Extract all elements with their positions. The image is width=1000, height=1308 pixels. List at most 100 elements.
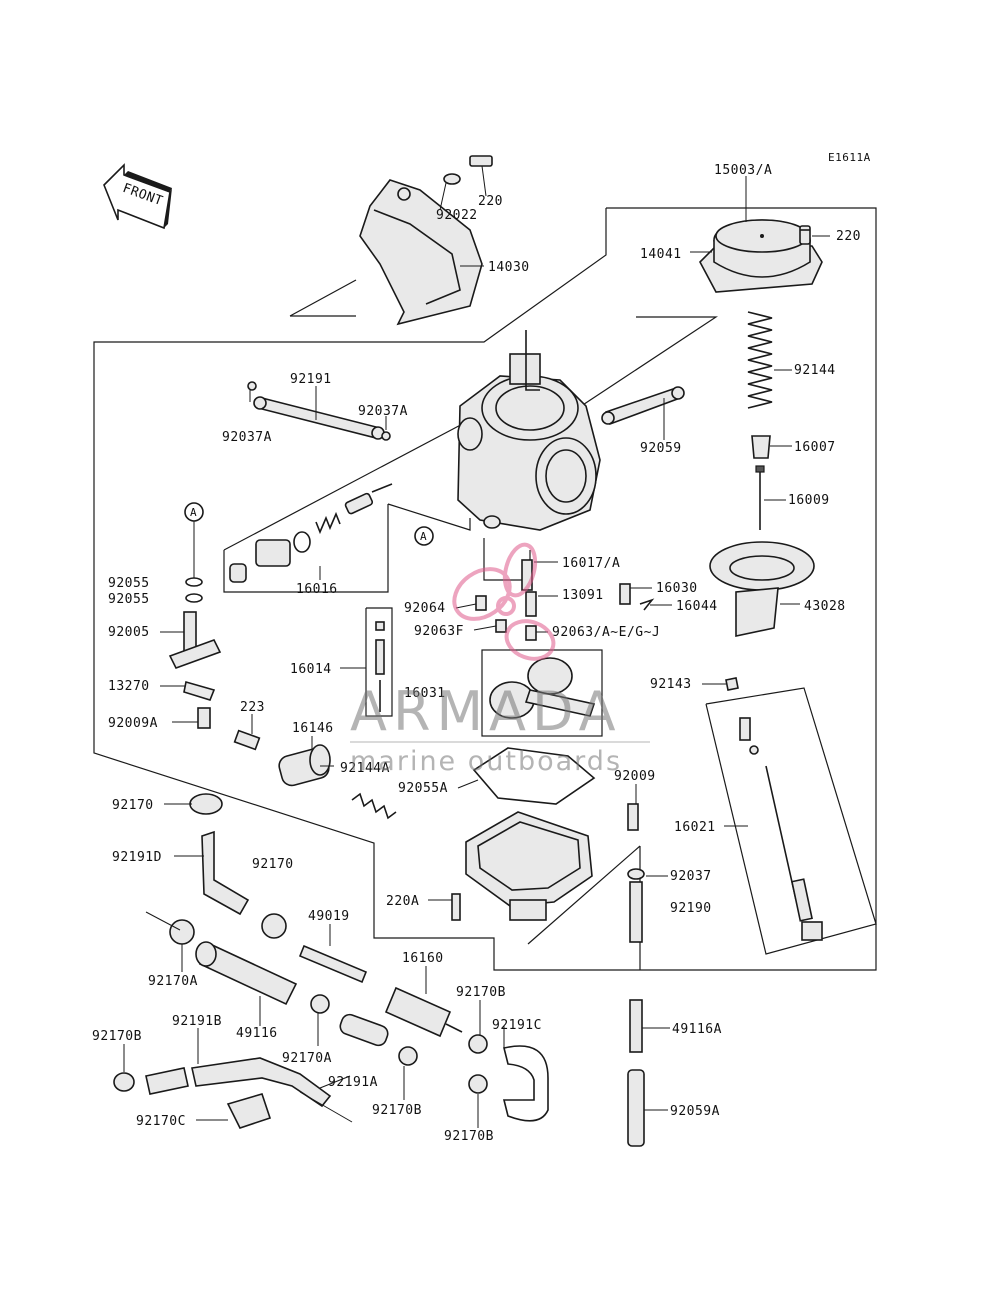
clip-part	[755, 465, 765, 530]
hose-part	[191, 1057, 332, 1108]
clip-part	[247, 381, 257, 391]
o-ring-part	[185, 577, 203, 587]
jet-needle-part	[739, 717, 823, 941]
diaphragm-piston-part	[709, 541, 815, 637]
o-ring-part	[185, 593, 203, 603]
clamp-part	[468, 1034, 488, 1054]
part-number-label: 92037A	[358, 404, 408, 419]
part-number-label: 92063/A~E/G~J	[552, 625, 660, 640]
t-fitting-part	[168, 611, 222, 669]
hose-part	[201, 830, 250, 916]
part-number-label: 220	[478, 194, 503, 209]
leader-lines	[123, 165, 830, 1128]
clip-part	[639, 598, 655, 611]
jet-part	[525, 591, 537, 617]
part-number-label: 16021	[674, 820, 716, 835]
part-number-label: 16160	[402, 951, 444, 966]
washer-part	[443, 173, 461, 185]
part-number-label: 92059A	[670, 1104, 720, 1119]
hose-part	[627, 1069, 645, 1147]
clamp-part	[261, 913, 287, 939]
part-number-label: 220	[836, 229, 861, 244]
hose-part	[145, 1067, 189, 1095]
screw-part	[197, 707, 211, 729]
screw-part	[799, 225, 811, 245]
part-number-label: 92191C	[492, 1018, 542, 1033]
tube-part	[629, 881, 643, 943]
assembly-frame	[93, 207, 877, 971]
svg-text:A: A	[190, 506, 197, 519]
part-number-label: 92170B	[444, 1129, 494, 1144]
clamp-part	[113, 1072, 135, 1092]
part-number-label: 92170B	[456, 985, 506, 1000]
rod-part	[298, 944, 368, 984]
carburetor-body-part	[457, 330, 601, 531]
part-number-label: 92064	[404, 601, 446, 616]
part-number-label: 92170B	[92, 1029, 142, 1044]
part-number-label: 92191	[290, 372, 332, 387]
spring-part	[747, 311, 773, 409]
part-labels: 15003/A 14041 220 220 92022 14030 92144 …	[92, 163, 861, 1144]
clamp-part	[169, 919, 195, 945]
part-number-label: 92055	[108, 592, 150, 607]
part-number-label: 16014	[290, 662, 332, 677]
clamp-part	[398, 1046, 418, 1066]
part-number-label: 16007	[794, 440, 836, 455]
front-arrow-icon: FRONT	[103, 163, 172, 230]
needle-holder-part	[751, 435, 771, 459]
screw-part	[233, 729, 261, 751]
part-number-label: 220A	[386, 894, 419, 909]
clamp-part	[189, 793, 223, 815]
part-number-label: 14041	[640, 247, 682, 262]
part-number-label: 16017/A	[562, 556, 620, 571]
jet-part	[475, 595, 487, 611]
reference-marker: A	[414, 526, 434, 546]
screw-part	[627, 803, 639, 831]
jet-part	[495, 619, 507, 633]
part-number-label: 13270	[108, 679, 150, 694]
part-number-label: 16030	[656, 581, 698, 596]
gasket-part	[472, 747, 596, 805]
part-number-label: 92170	[112, 798, 154, 813]
bracket-plate-part	[183, 680, 216, 701]
part-number-label: 49019	[308, 909, 350, 924]
watermark-tagline: marine outboards	[350, 746, 622, 777]
short-hose-part-2	[601, 386, 685, 426]
short-hose-part	[253, 396, 385, 440]
spring-part	[351, 792, 397, 820]
part-number-label: 92191A	[328, 1075, 378, 1090]
top-cover-part	[699, 219, 823, 293]
part-number-label: 16146	[292, 721, 334, 736]
bolt-part	[469, 155, 493, 167]
part-number-label: 92190	[670, 901, 712, 916]
float-valve-part	[375, 621, 385, 712]
part-number-label: 92191D	[112, 850, 162, 865]
part-number-label: 92055	[108, 576, 150, 591]
jet-part	[525, 625, 537, 641]
watermark: ARMADA marine outboards	[350, 542, 650, 777]
part-number-label: 16044	[676, 599, 718, 614]
part-number-label: 49116	[236, 1026, 278, 1041]
part-number-label: 92191B	[172, 1014, 222, 1029]
clamp-part	[310, 994, 330, 1014]
part-number-label: 49116A	[672, 1022, 722, 1037]
part-number-label: 92170	[252, 857, 294, 872]
part-number-label: 16031	[404, 686, 446, 701]
clip-part	[381, 431, 391, 441]
part-number-label: 92143	[650, 677, 692, 692]
clamp-part	[468, 1074, 488, 1094]
part-number-label: 92055A	[398, 781, 448, 796]
clip-part	[725, 677, 739, 691]
part-number-label: 16009	[788, 493, 830, 508]
part-number-label: 92063F	[414, 624, 464, 639]
part-number-label: 92144	[794, 363, 836, 378]
fitting-part	[629, 999, 643, 1053]
diagram-code: E1611A	[828, 151, 871, 164]
part-number-label: 14030	[488, 260, 530, 275]
float-bowl-part	[465, 811, 593, 921]
part-number-label: 92059	[640, 441, 682, 456]
hose-part	[339, 1013, 389, 1047]
svg-text:A: A	[420, 530, 427, 543]
part-number-label: 92170A	[148, 974, 198, 989]
